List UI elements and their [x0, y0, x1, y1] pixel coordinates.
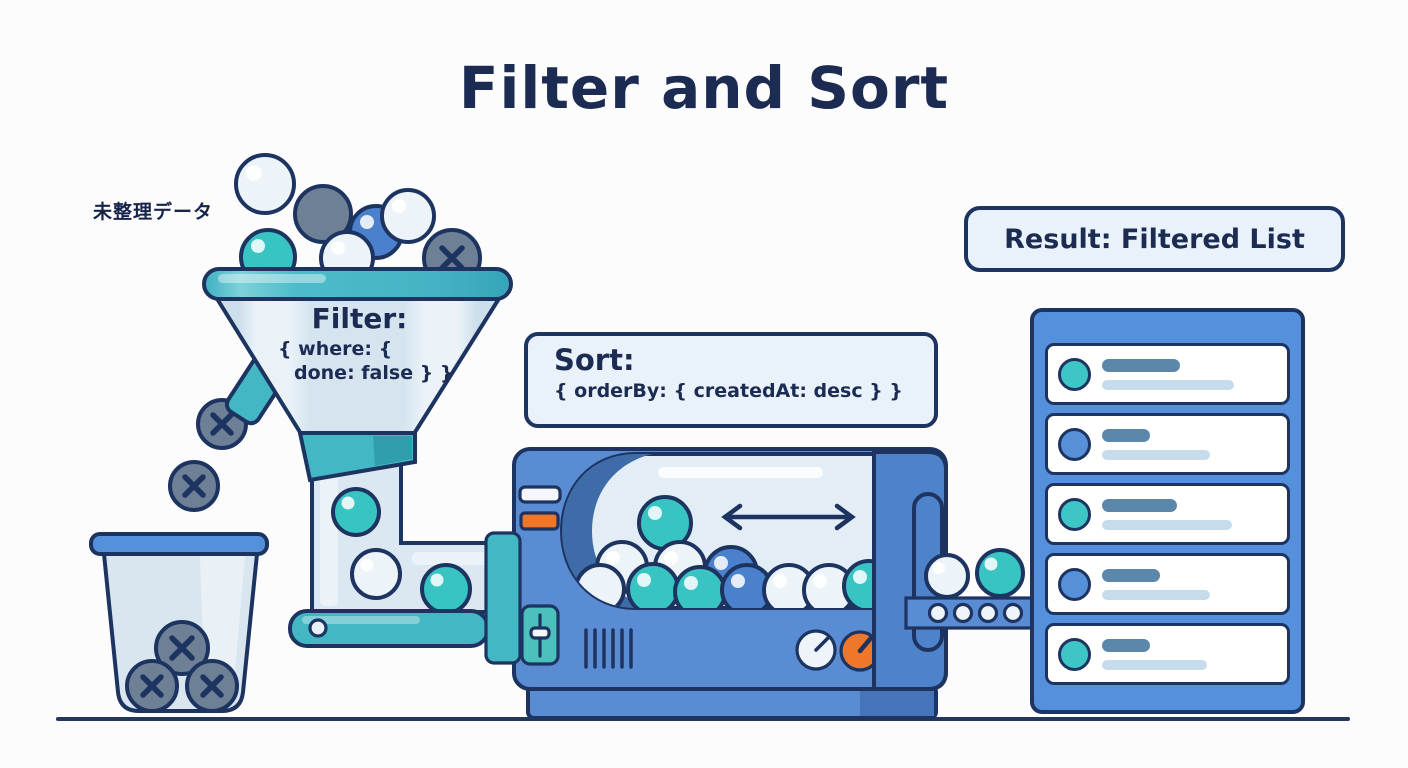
- sort-annotation: Sort: { orderBy: { createdAt: desc } }: [524, 332, 938, 428]
- indicator-orange: [519, 511, 560, 531]
- result-card: [1045, 553, 1290, 615]
- item-text-bars: [1102, 358, 1234, 390]
- item-title-bar: [1102, 358, 1180, 372]
- filter-code-line2: done: false } }: [294, 361, 454, 384]
- item-avatar-circle: [1058, 427, 1091, 461]
- item-title-bar: [1102, 638, 1150, 652]
- result-card: [1045, 623, 1290, 685]
- output-conveyor: [904, 596, 1034, 630]
- item-subtitle-bar: [1102, 449, 1210, 460]
- funnel: [202, 267, 513, 483]
- item-title-bar: [1102, 498, 1177, 512]
- gauge-orange: [839, 630, 881, 672]
- item-title-bar: [1102, 568, 1160, 582]
- rejected-balls-in-bin: [125, 620, 239, 713]
- funnel-rim: [202, 267, 513, 301]
- gauge-white: [795, 629, 837, 671]
- item-subtitle-bar: [1102, 659, 1207, 670]
- bin-rim: [89, 532, 269, 556]
- item-subtitle-bar: [1102, 589, 1210, 600]
- indicator-white: [518, 485, 562, 504]
- filter-annotation: Filter: { where: { done: false } }: [252, 301, 467, 386]
- item-title-bar: [1102, 428, 1150, 442]
- sort-code: { orderBy: { createdAt: desc } }: [554, 380, 903, 402]
- filter-heading: Filter:: [311, 302, 408, 335]
- vent-lines: [584, 628, 633, 669]
- unsorted-data-label: 未整理データ: [93, 201, 214, 223]
- result-label-box: Result: Filtered List: [964, 206, 1345, 272]
- machine-end-cap: [872, 450, 948, 691]
- machine-controls: [518, 485, 881, 672]
- support-wheel: [308, 618, 328, 638]
- double-arrow-icon: [721, 503, 856, 531]
- slider-control: [520, 604, 560, 666]
- result-card: [1045, 343, 1290, 405]
- item-subtitle-bar: [1102, 379, 1234, 390]
- result-list: [1030, 308, 1305, 714]
- chute: [288, 448, 521, 648]
- filter-code-line1: { where: {: [278, 338, 393, 360]
- trash-bin: [89, 532, 269, 713]
- raw-data-balls: [234, 153, 482, 288]
- item-subtitle-bar: [1102, 519, 1232, 530]
- item-text-bars: [1102, 568, 1210, 600]
- chute-balls: [331, 487, 472, 615]
- item-text-bars: [1102, 428, 1210, 460]
- result-card: [1045, 413, 1290, 475]
- page-title: Filter and Sort: [458, 54, 950, 122]
- output-balls: [924, 548, 1025, 599]
- result-card: [1045, 483, 1290, 545]
- item-avatar-circle: [1058, 497, 1091, 531]
- result-label: Result: Filtered List: [1004, 223, 1305, 255]
- machine-window-balls: [574, 495, 876, 608]
- machine-window: [559, 452, 878, 610]
- item-text-bars: [1102, 638, 1207, 670]
- item-avatar-circle: [1058, 637, 1091, 671]
- item-avatar-circle: [1058, 567, 1091, 601]
- machine-inlet: [484, 531, 522, 665]
- item-avatar-circle: [1058, 357, 1091, 391]
- sort-heading: Sort:: [554, 343, 635, 377]
- sorting-machine: [484, 447, 1034, 720]
- item-text-bars: [1102, 498, 1232, 530]
